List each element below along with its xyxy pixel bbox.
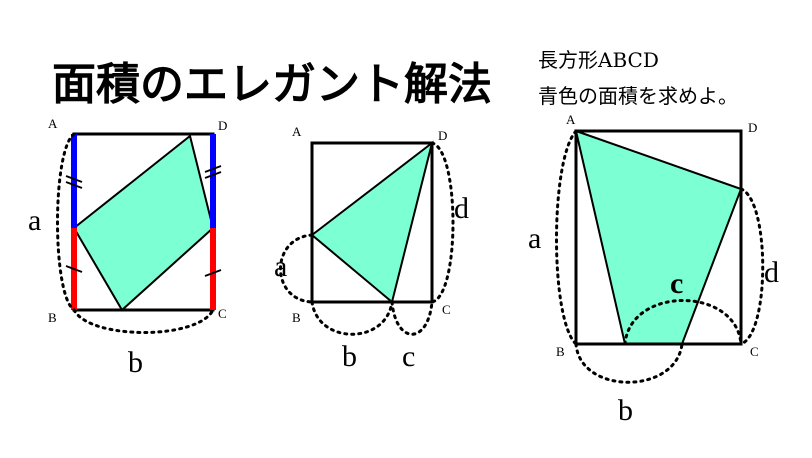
- diagram2-vertex-b: B: [292, 310, 301, 325]
- diagram1-vertex-d: D: [218, 118, 227, 133]
- diagram3-vertex-d: D: [748, 120, 757, 135]
- problem-statement-line2: 青色の面積を求めよ。: [538, 84, 738, 108]
- diagram2-label-c: c: [402, 340, 415, 373]
- diagram1-brace-b: [72, 308, 215, 334]
- diagram2-shaded-triangle: [310, 140, 434, 304]
- diagram3-label-c: c: [670, 267, 683, 300]
- diagram1-vertex-a: A: [48, 116, 58, 131]
- diagram2-vertex-d: D: [438, 128, 447, 143]
- diagram3-brace-a: [555, 129, 578, 346]
- diagram1-label-a: a: [28, 204, 41, 237]
- diagram3-brace-b: [574, 342, 684, 384]
- diagram3-label-b: b: [618, 394, 633, 427]
- diagram2-rectangle: [310, 141, 434, 304]
- diagram1-brace-a: [56, 132, 76, 312]
- diagram3-vertex-b: B: [556, 344, 565, 359]
- diagram2-label-b: b: [342, 340, 357, 373]
- problem-statement-line1: 長方形ABCD: [538, 48, 659, 72]
- diagram2-label-a: a: [274, 250, 287, 283]
- page-title: 面積のエレガント解法: [52, 59, 492, 110]
- diagram3-vertex-c: C: [750, 344, 759, 359]
- diagram3-brace-d: [739, 187, 765, 346]
- diagram3-shaded-quadrilateral: [574, 129, 743, 345]
- diagram1-label-b: b: [128, 346, 143, 379]
- diagram2-brace-d: [430, 141, 455, 304]
- diagram2-brace-a: [279, 233, 314, 304]
- diagram1-vertex-b: B: [48, 310, 57, 325]
- diagram1-vertex-c: C: [218, 306, 227, 321]
- diagram2-brace-b: [310, 300, 394, 336]
- diagram2-vertex-c: C: [442, 302, 451, 317]
- diagram3-vertex-a: A: [566, 112, 576, 127]
- diagram3-label-d: d: [764, 256, 779, 289]
- diagram2-vertex-a: A: [292, 124, 302, 139]
- diagram3-rectangle: [574, 129, 743, 346]
- diagram-3: A D B C a b c d: [528, 112, 779, 427]
- diagram2-brace-c: [390, 300, 434, 336]
- diagram3-brace-c: [623, 299, 743, 346]
- diagram3-label-a: a: [528, 222, 541, 255]
- diagram1-tick-marks: [65, 165, 222, 277]
- diagram-1: A D B C a b: [28, 116, 227, 379]
- diagram2-label-d: d: [454, 192, 469, 225]
- diagram-2: A D B C a b c d: [274, 124, 469, 373]
- diagram1-shaded-quadrilateral: [72, 134, 215, 312]
